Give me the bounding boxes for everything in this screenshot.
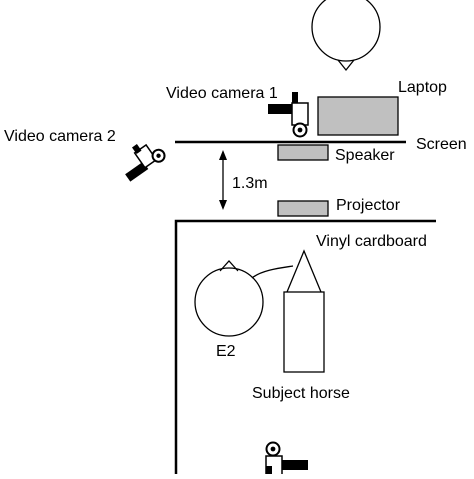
laptop-icon: [317, 96, 399, 136]
video-camera-1-label: Video camera 1: [166, 85, 278, 102]
screen-label: Screen: [416, 136, 467, 153]
lead-rope: [251, 265, 294, 279]
speaker-label: Speaker: [335, 147, 395, 164]
distance-arrow: [219, 150, 227, 210]
laptop-label: Laptop: [398, 79, 447, 96]
experimenter-person-icon: [194, 260, 264, 337]
vinyl-cardboard-enclosure: [174, 219, 436, 474]
vinyl-cardboard-label: Vinyl cardboard: [316, 233, 427, 250]
video-camera-2-label: Video camera 2: [4, 128, 116, 145]
top-person-icon: [311, 0, 381, 72]
distance-label: 1.3m: [232, 175, 268, 192]
experimenter-label: E2: [216, 343, 236, 360]
speaker-icon: [277, 144, 329, 161]
video-camera-2-icon: [125, 143, 166, 182]
projector-label: Projector: [336, 197, 401, 214]
bottom-video-camera-icon: [265, 441, 308, 479]
subject-horse-label: Subject horse: [252, 385, 350, 402]
subject-horse-icon: [283, 249, 325, 373]
video-camera-1-icon: [268, 92, 309, 138]
projector-icon: [277, 200, 329, 217]
